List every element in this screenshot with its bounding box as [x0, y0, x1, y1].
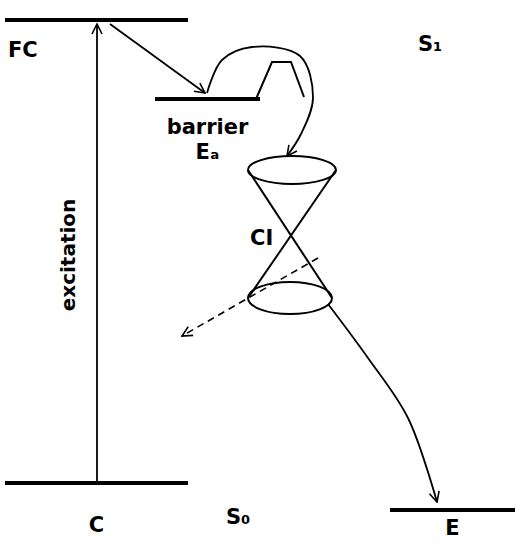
state-label: S₀: [226, 505, 250, 530]
energy-level: FC: [5, 18, 188, 63]
node-label: barrier: [155, 115, 260, 140]
energy-level: C: [5, 481, 188, 538]
energy-level: barrierEₐ: [155, 97, 260, 165]
barrier-hump: [256, 62, 304, 99]
transition-arrow: [328, 304, 437, 502]
node-label: FC: [8, 38, 188, 63]
cone-rim: [248, 282, 332, 314]
transition-arrow: [96, 24, 98, 481]
transition-arrow: [110, 24, 205, 93]
cone-rim: [248, 156, 336, 184]
dashed-decay-arrow: [182, 258, 318, 336]
node-label: E: [390, 516, 515, 541]
conical-intersection: CI: [246, 154, 340, 318]
edge-label: excitation: [56, 199, 80, 312]
node-label: C: [5, 513, 188, 538]
transition-arrow: [207, 46, 313, 156]
node-label: CI: [250, 226, 340, 251]
node-label: Eₐ: [155, 140, 260, 165]
state-label: S₁: [418, 32, 442, 57]
energy-level: E: [390, 508, 515, 541]
